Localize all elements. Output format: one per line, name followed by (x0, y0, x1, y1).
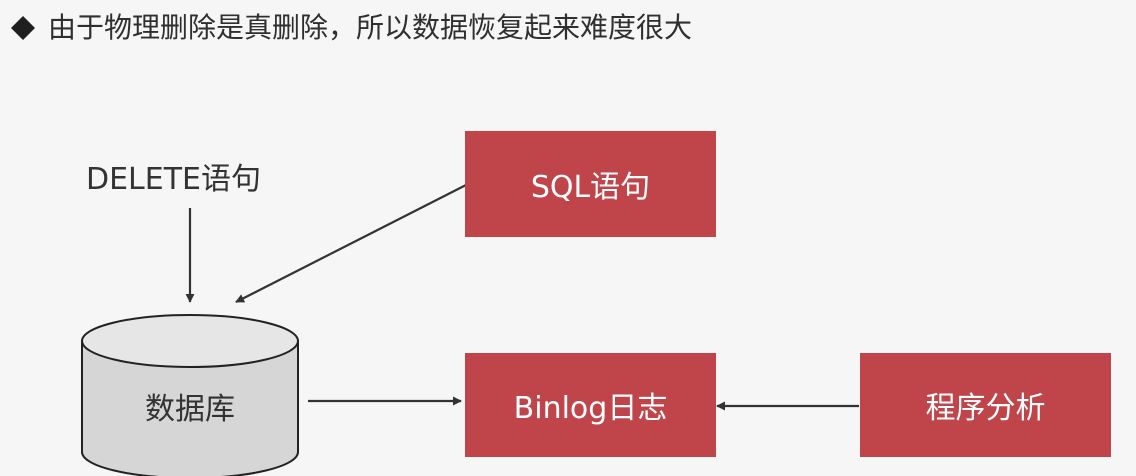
heading: 由于物理删除是真删除，所以数据恢复起来难度很大 (10, 8, 692, 48)
delete-statement-label: DELETE语句 (86, 162, 262, 197)
database-label: 数据库 (145, 392, 235, 427)
sql-statement-box: SQL语句 (465, 131, 716, 237)
heading-text: 由于物理删除是真删除，所以数据恢复起来难度很大 (48, 11, 693, 44)
database-cylinder-icon (81, 314, 299, 476)
program-analysis-box: 程序分析 (860, 353, 1111, 457)
binlog-box: Binlog日志 (465, 353, 716, 457)
arrow-sql-to-database (235, 184, 467, 303)
diamond-bullet-icon (11, 16, 35, 40)
